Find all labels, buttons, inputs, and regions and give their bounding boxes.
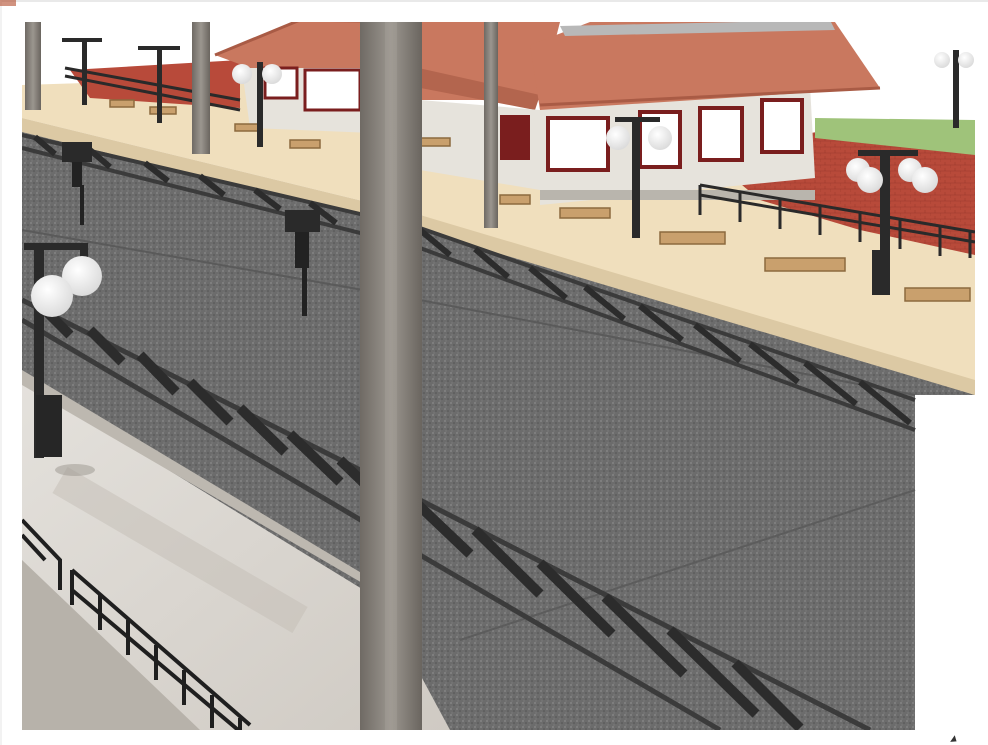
gravel-seam bbox=[459, 489, 916, 641]
far-platform-edge bbox=[22, 118, 975, 395]
foreground-pole bbox=[360, 22, 422, 730]
signal-post bbox=[62, 142, 320, 316]
platform-shadow bbox=[52, 467, 308, 633]
foreground-pole-highlight bbox=[385, 22, 397, 730]
near-railing bbox=[20, 518, 252, 742]
near-platform-front bbox=[22, 560, 200, 730]
window-corner-mark bbox=[0, 0, 16, 6]
top-white-border bbox=[0, 0, 988, 22]
right-white-gap bbox=[915, 395, 988, 745]
back-railing bbox=[64, 66, 976, 258]
grass-strip bbox=[815, 118, 975, 155]
lamp-post-background bbox=[62, 38, 974, 147]
lamp-post-mid bbox=[606, 117, 938, 295]
utility-poles bbox=[25, 22, 498, 228]
lamp-post-foreground bbox=[24, 243, 102, 476]
near-platform-edge bbox=[22, 370, 400, 605]
right-white-border-top bbox=[975, 0, 988, 400]
left-white-border bbox=[0, 0, 22, 745]
benches bbox=[109, 99, 971, 302]
bottom-white-border bbox=[0, 730, 988, 745]
